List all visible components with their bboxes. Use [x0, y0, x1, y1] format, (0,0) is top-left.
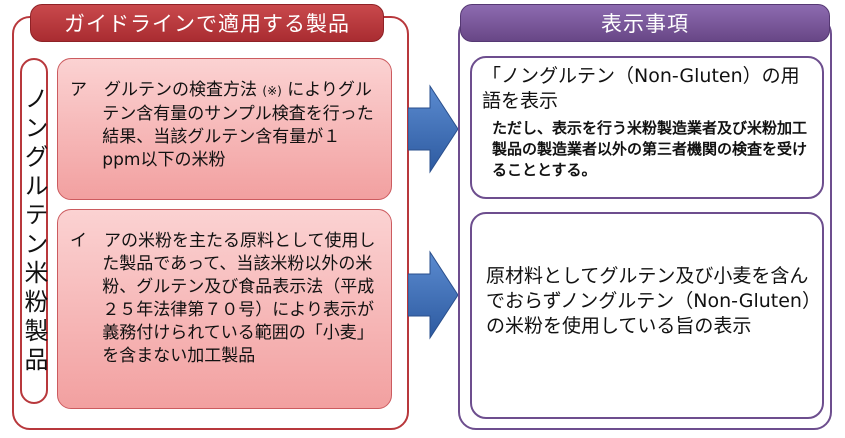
- products-panel-header: ガイドラインで適用する製品: [30, 4, 384, 42]
- product-item-i: イ アの米粉を主たる原料として使用した製品であって、当該米粉以外の米粉、グルテン…: [57, 209, 392, 409]
- product-item-a-text: ア グルテンの検査方法 (※) によりグルテン含有量のサンプル検査を行った結果、…: [70, 80, 374, 170]
- vertical-category-label: ノングルテン米粉製品: [20, 58, 48, 404]
- arrow-right-icon-top: [408, 84, 459, 174]
- product-item-i-text: イ アの米粉を主たる原料として使用した製品であって、当該米粉以外の米粉、グルテン…: [70, 231, 376, 366]
- labeling-item-top: 「ノングルテン（Non-Gluten）の用語を表示 ただし、表示を行う米粉製造業…: [470, 56, 824, 199]
- vertical-category-text: ノングルテン米粉製品: [20, 86, 48, 376]
- labeling-item-bottom: 原材料としてグルテン及び小麦を含んでおらずノングルテン（Non-Gluten）の…: [470, 212, 824, 419]
- arrow-right-icon-bottom: [408, 250, 459, 340]
- labeling-panel-header: 表示事項: [460, 4, 830, 42]
- labeling-item-top-main: 「ノングルテン（Non-Gluten）の用語を表示: [482, 65, 800, 112]
- labeling-item-top-sub: ただし、表示を行う米粉製造業者及び米粉加工製品の製造業者以外の第三者機関の検査を…: [492, 119, 808, 179]
- note-marker: (※): [262, 84, 282, 98]
- product-item-a: ア グルテンの検査方法 (※) によりグルテン含有量のサンプル検査を行った結果、…: [57, 58, 392, 200]
- labeling-item-bottom-main: 原材料としてグルテン及び小麦を含んでおらずノングルテン（Non-Gluten）の…: [486, 265, 812, 337]
